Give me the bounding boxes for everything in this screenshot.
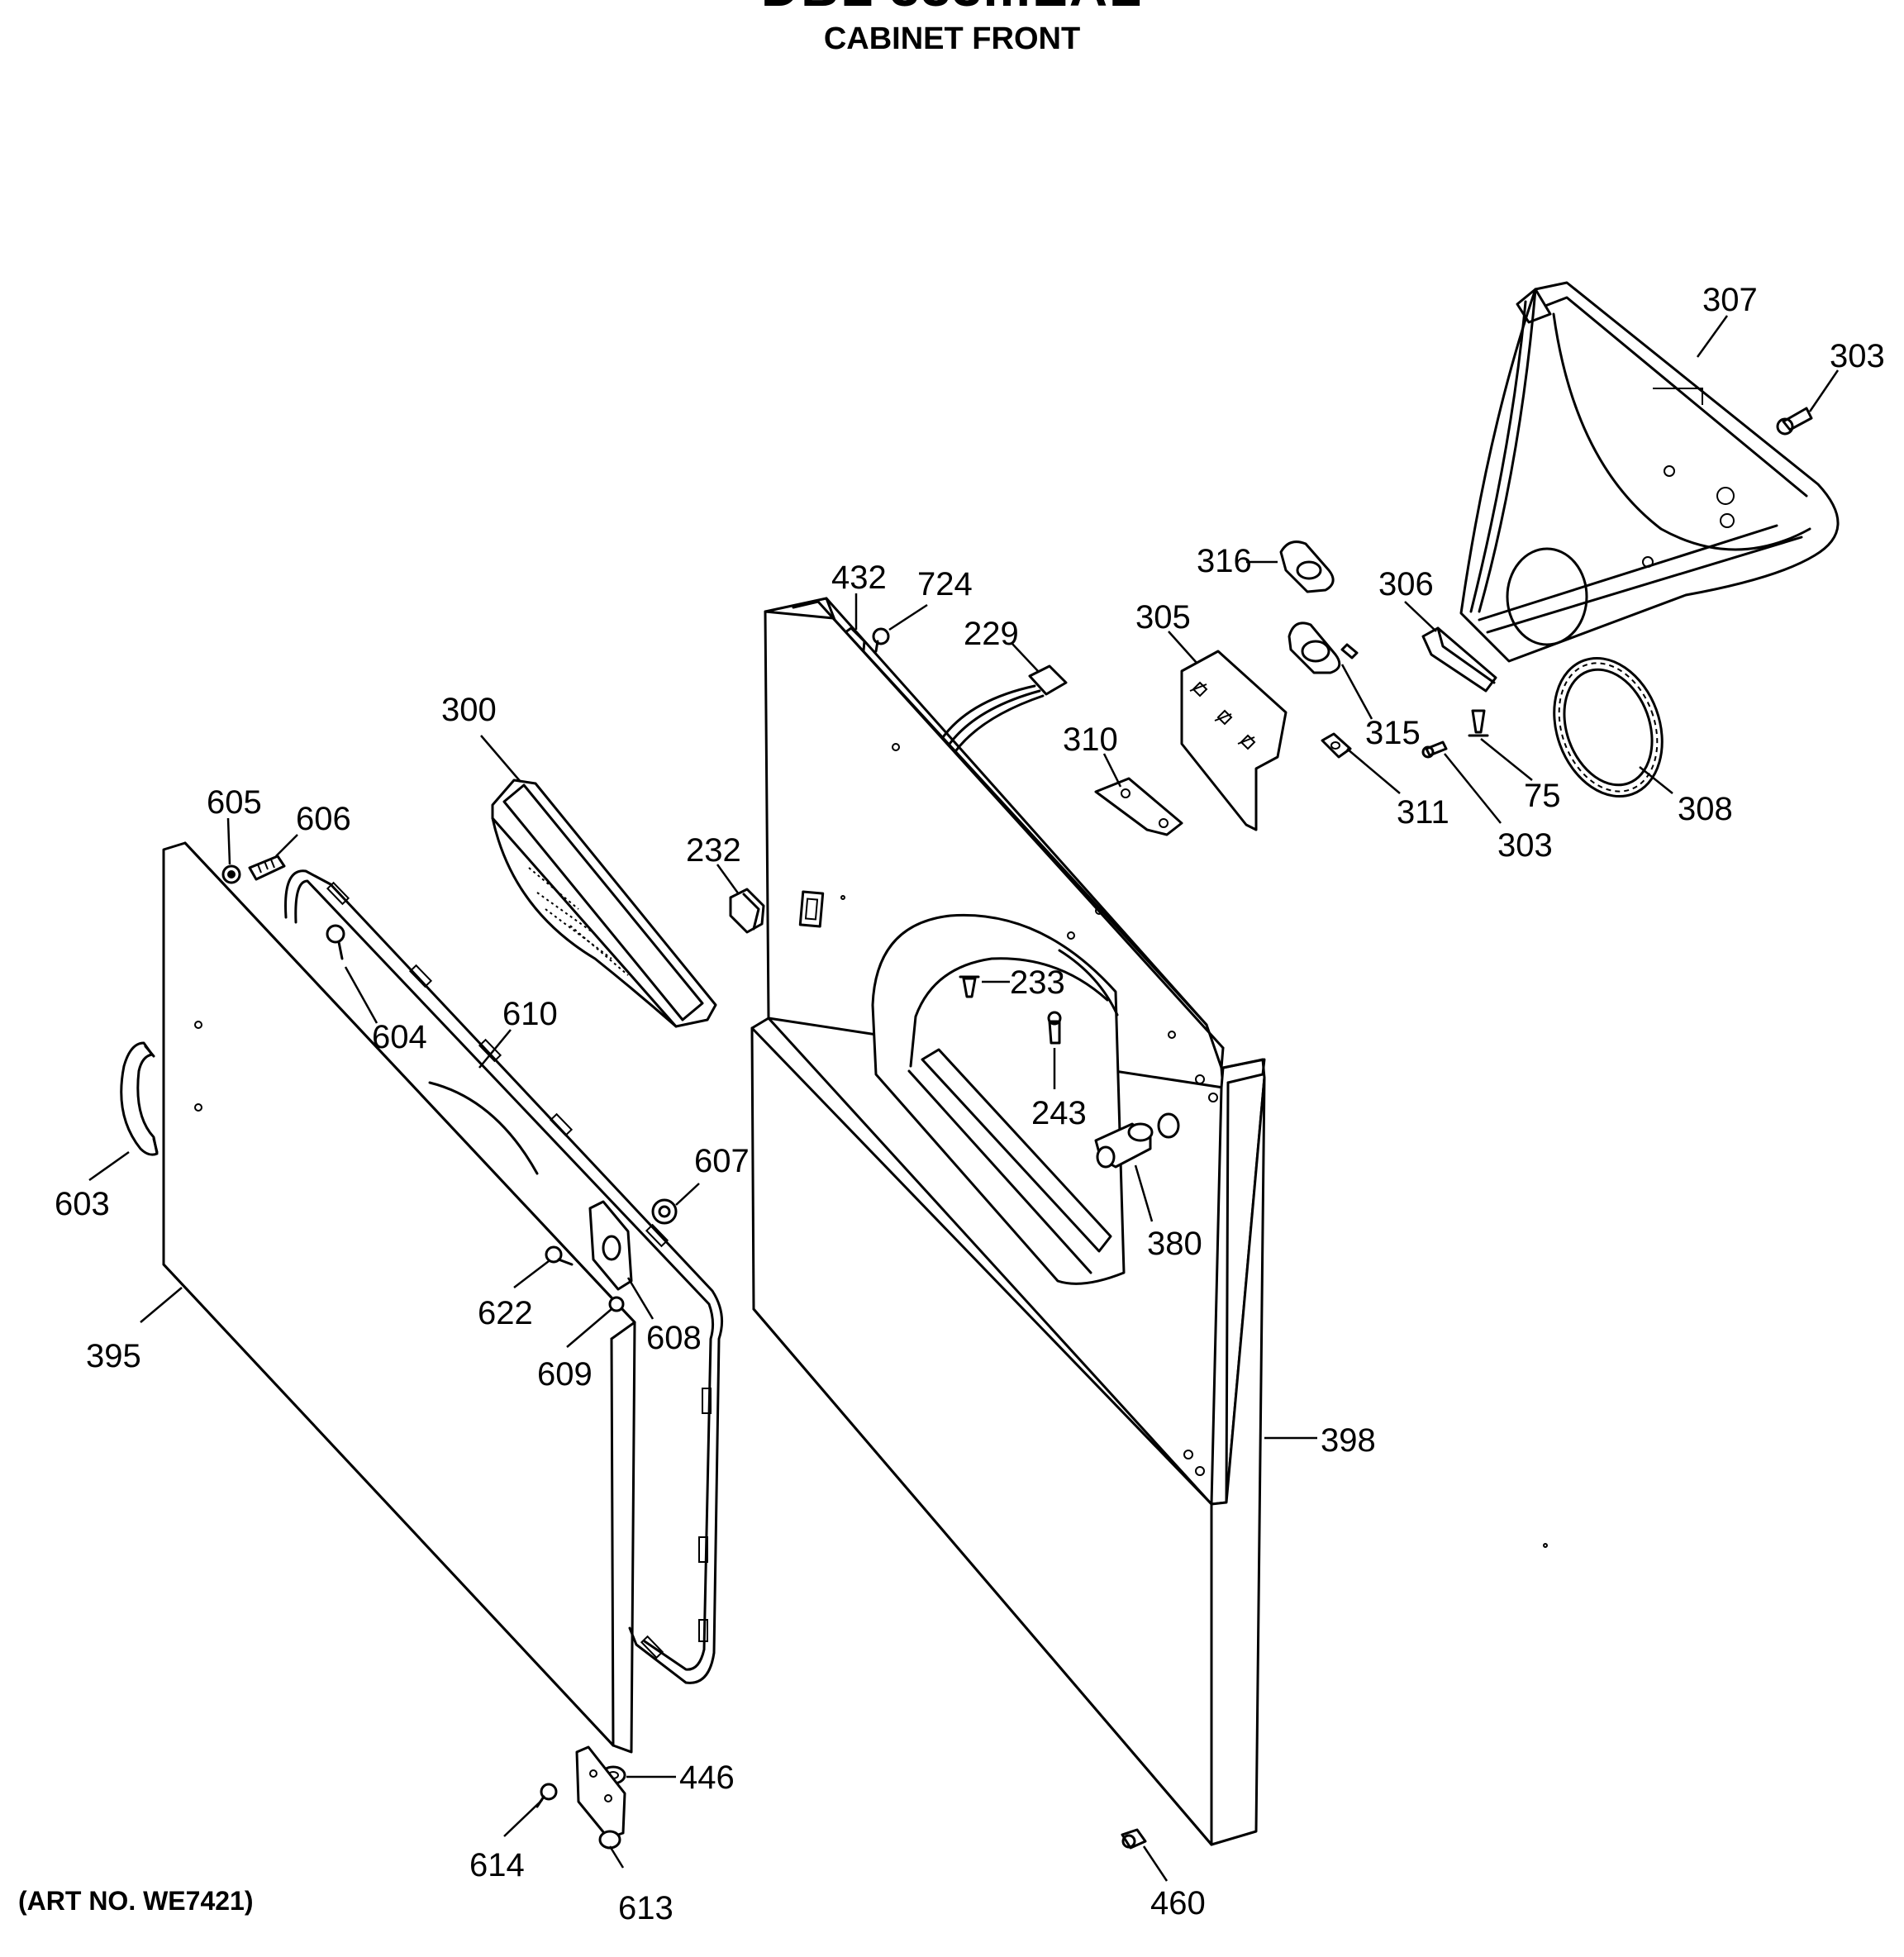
part-75-screw (1468, 709, 1489, 737)
part-610-door-gasket (284, 869, 724, 1684)
part-613-hinge (575, 1745, 626, 1850)
label-606: 606 (296, 801, 351, 837)
label-243: 243 (1031, 1095, 1087, 1131)
model-title: DBL 333...EAL (0, 0, 1904, 18)
label-229: 229 (964, 616, 1019, 652)
label-622: 622 (478, 1295, 533, 1331)
leader-lines (88, 315, 1840, 1882)
part-303-screw-middle (1421, 740, 1448, 759)
label-303: 303 (1830, 338, 1885, 374)
label-609: 609 (537, 1356, 593, 1393)
part-603-handle (120, 1041, 159, 1156)
art-number: (ART NO. WE7421) (18, 1886, 254, 1916)
part-609-pin (608, 1296, 625, 1312)
label-303-middle: 303 (1497, 827, 1553, 864)
part-310-bracket (1094, 777, 1183, 836)
part-308-ring (1553, 656, 1664, 798)
part-608-hinge (588, 1200, 633, 1291)
part-307-bulkhead (1459, 281, 1840, 663)
label-604: 604 (372, 1019, 427, 1055)
label-605: 605 (207, 784, 262, 821)
part-labels: 307 303 316 306 305 315 432 724 229 310 … (55, 282, 1885, 1926)
stray-dot (840, 895, 845, 900)
part-229-wire-harness (932, 664, 1068, 760)
label-75: 75 (1524, 778, 1561, 814)
part-606-screw (248, 855, 286, 881)
part-380-switch (1094, 1112, 1180, 1169)
part-604-screw (326, 924, 345, 960)
part-232-clip (729, 888, 765, 934)
part-315-thermostat (1288, 621, 1359, 674)
label-311: 311 (1397, 794, 1449, 831)
label-380: 380 (1147, 1226, 1202, 1262)
label-232: 232 (686, 832, 741, 869)
label-724: 724 (917, 566, 973, 602)
label-233: 233 (1010, 964, 1065, 1001)
section-title: CABINET FRONT (823, 21, 1081, 56)
part-460-screw (1121, 1828, 1147, 1850)
part-300-lint-duct (491, 779, 717, 1028)
part-398-front-panel (750, 597, 1266, 1846)
label-446: 446 (679, 1759, 735, 1796)
label-610: 610 (502, 996, 558, 1032)
label-613: 613 (618, 1890, 674, 1926)
part-303-screw-top (1776, 407, 1813, 436)
label-608: 608 (646, 1320, 702, 1356)
label-432: 432 (831, 559, 887, 596)
label-306: 306 (1378, 566, 1434, 602)
part-316-thermostat (1279, 540, 1335, 593)
label-308: 308 (1678, 791, 1733, 827)
label-460: 460 (1150, 1885, 1206, 1921)
label-607: 607 (694, 1143, 750, 1179)
label-300: 300 (441, 692, 497, 728)
part-305-bracket (1180, 650, 1288, 831)
label-603: 603 (55, 1186, 110, 1222)
label-310: 310 (1063, 721, 1118, 758)
label-307: 307 (1702, 282, 1758, 318)
label-316: 316 (1197, 543, 1252, 579)
part-233-screw (959, 975, 980, 998)
label-614: 614 (469, 1847, 525, 1883)
label-395: 395 (86, 1338, 141, 1374)
label-315: 315 (1365, 715, 1421, 751)
part-605-nut (221, 864, 241, 884)
part-311-bracket (1321, 732, 1352, 759)
label-398: 398 (1321, 1422, 1376, 1459)
part-395-door-panel (162, 841, 636, 1754)
stray-dot (1543, 1543, 1548, 1548)
label-305: 305 (1135, 599, 1191, 636)
part-607-washer (651, 1198, 678, 1225)
part-622-screw (545, 1245, 574, 1266)
part-724-screw (872, 627, 890, 653)
part-243-screw (1047, 1011, 1062, 1045)
